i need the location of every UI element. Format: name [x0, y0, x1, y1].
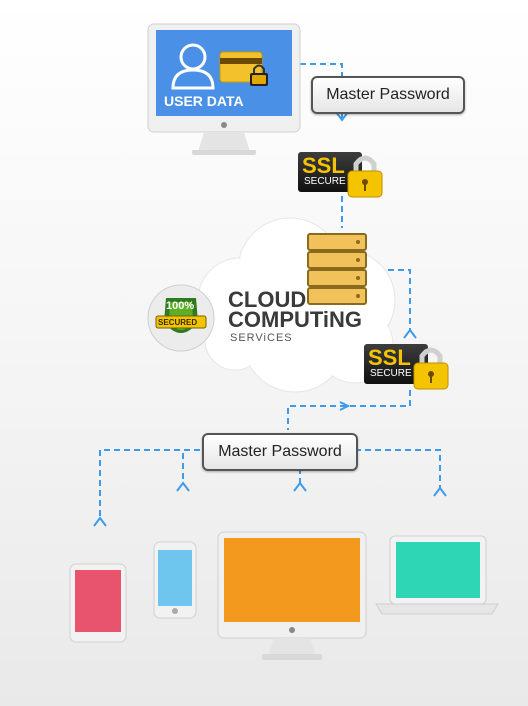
ssl-title: SSL — [368, 345, 411, 370]
laptop-device — [375, 535, 499, 615]
user-data-label: USER DATA — [164, 93, 244, 109]
phone-device — [153, 541, 197, 619]
ssl-subtitle: SECURE — [304, 176, 346, 187]
master-password-bottom: Master Password — [202, 433, 358, 471]
cloud-subtitle: SERViCES — [230, 332, 293, 344]
padlock-icon — [250, 64, 268, 86]
cloud-title-line2: COMPUTiNG — [228, 307, 363, 332]
shield-badge-icon — [147, 284, 215, 352]
badge-secured: SECURED — [158, 318, 198, 327]
cloud-title-line1: CLOUD — [228, 287, 307, 312]
tablet-device — [69, 563, 127, 643]
master-password-top: Master Password — [311, 76, 465, 114]
ssl-title: SSL — [302, 153, 345, 178]
server-icon — [307, 233, 367, 305]
ssl-padlock-icon — [347, 155, 383, 198]
badge-percent: 100% — [166, 300, 195, 312]
ssl-padlock-icon — [413, 347, 449, 390]
user-icon — [171, 43, 215, 90]
ssl-subtitle: SECURE — [370, 368, 412, 379]
desktop-device — [217, 531, 367, 660]
